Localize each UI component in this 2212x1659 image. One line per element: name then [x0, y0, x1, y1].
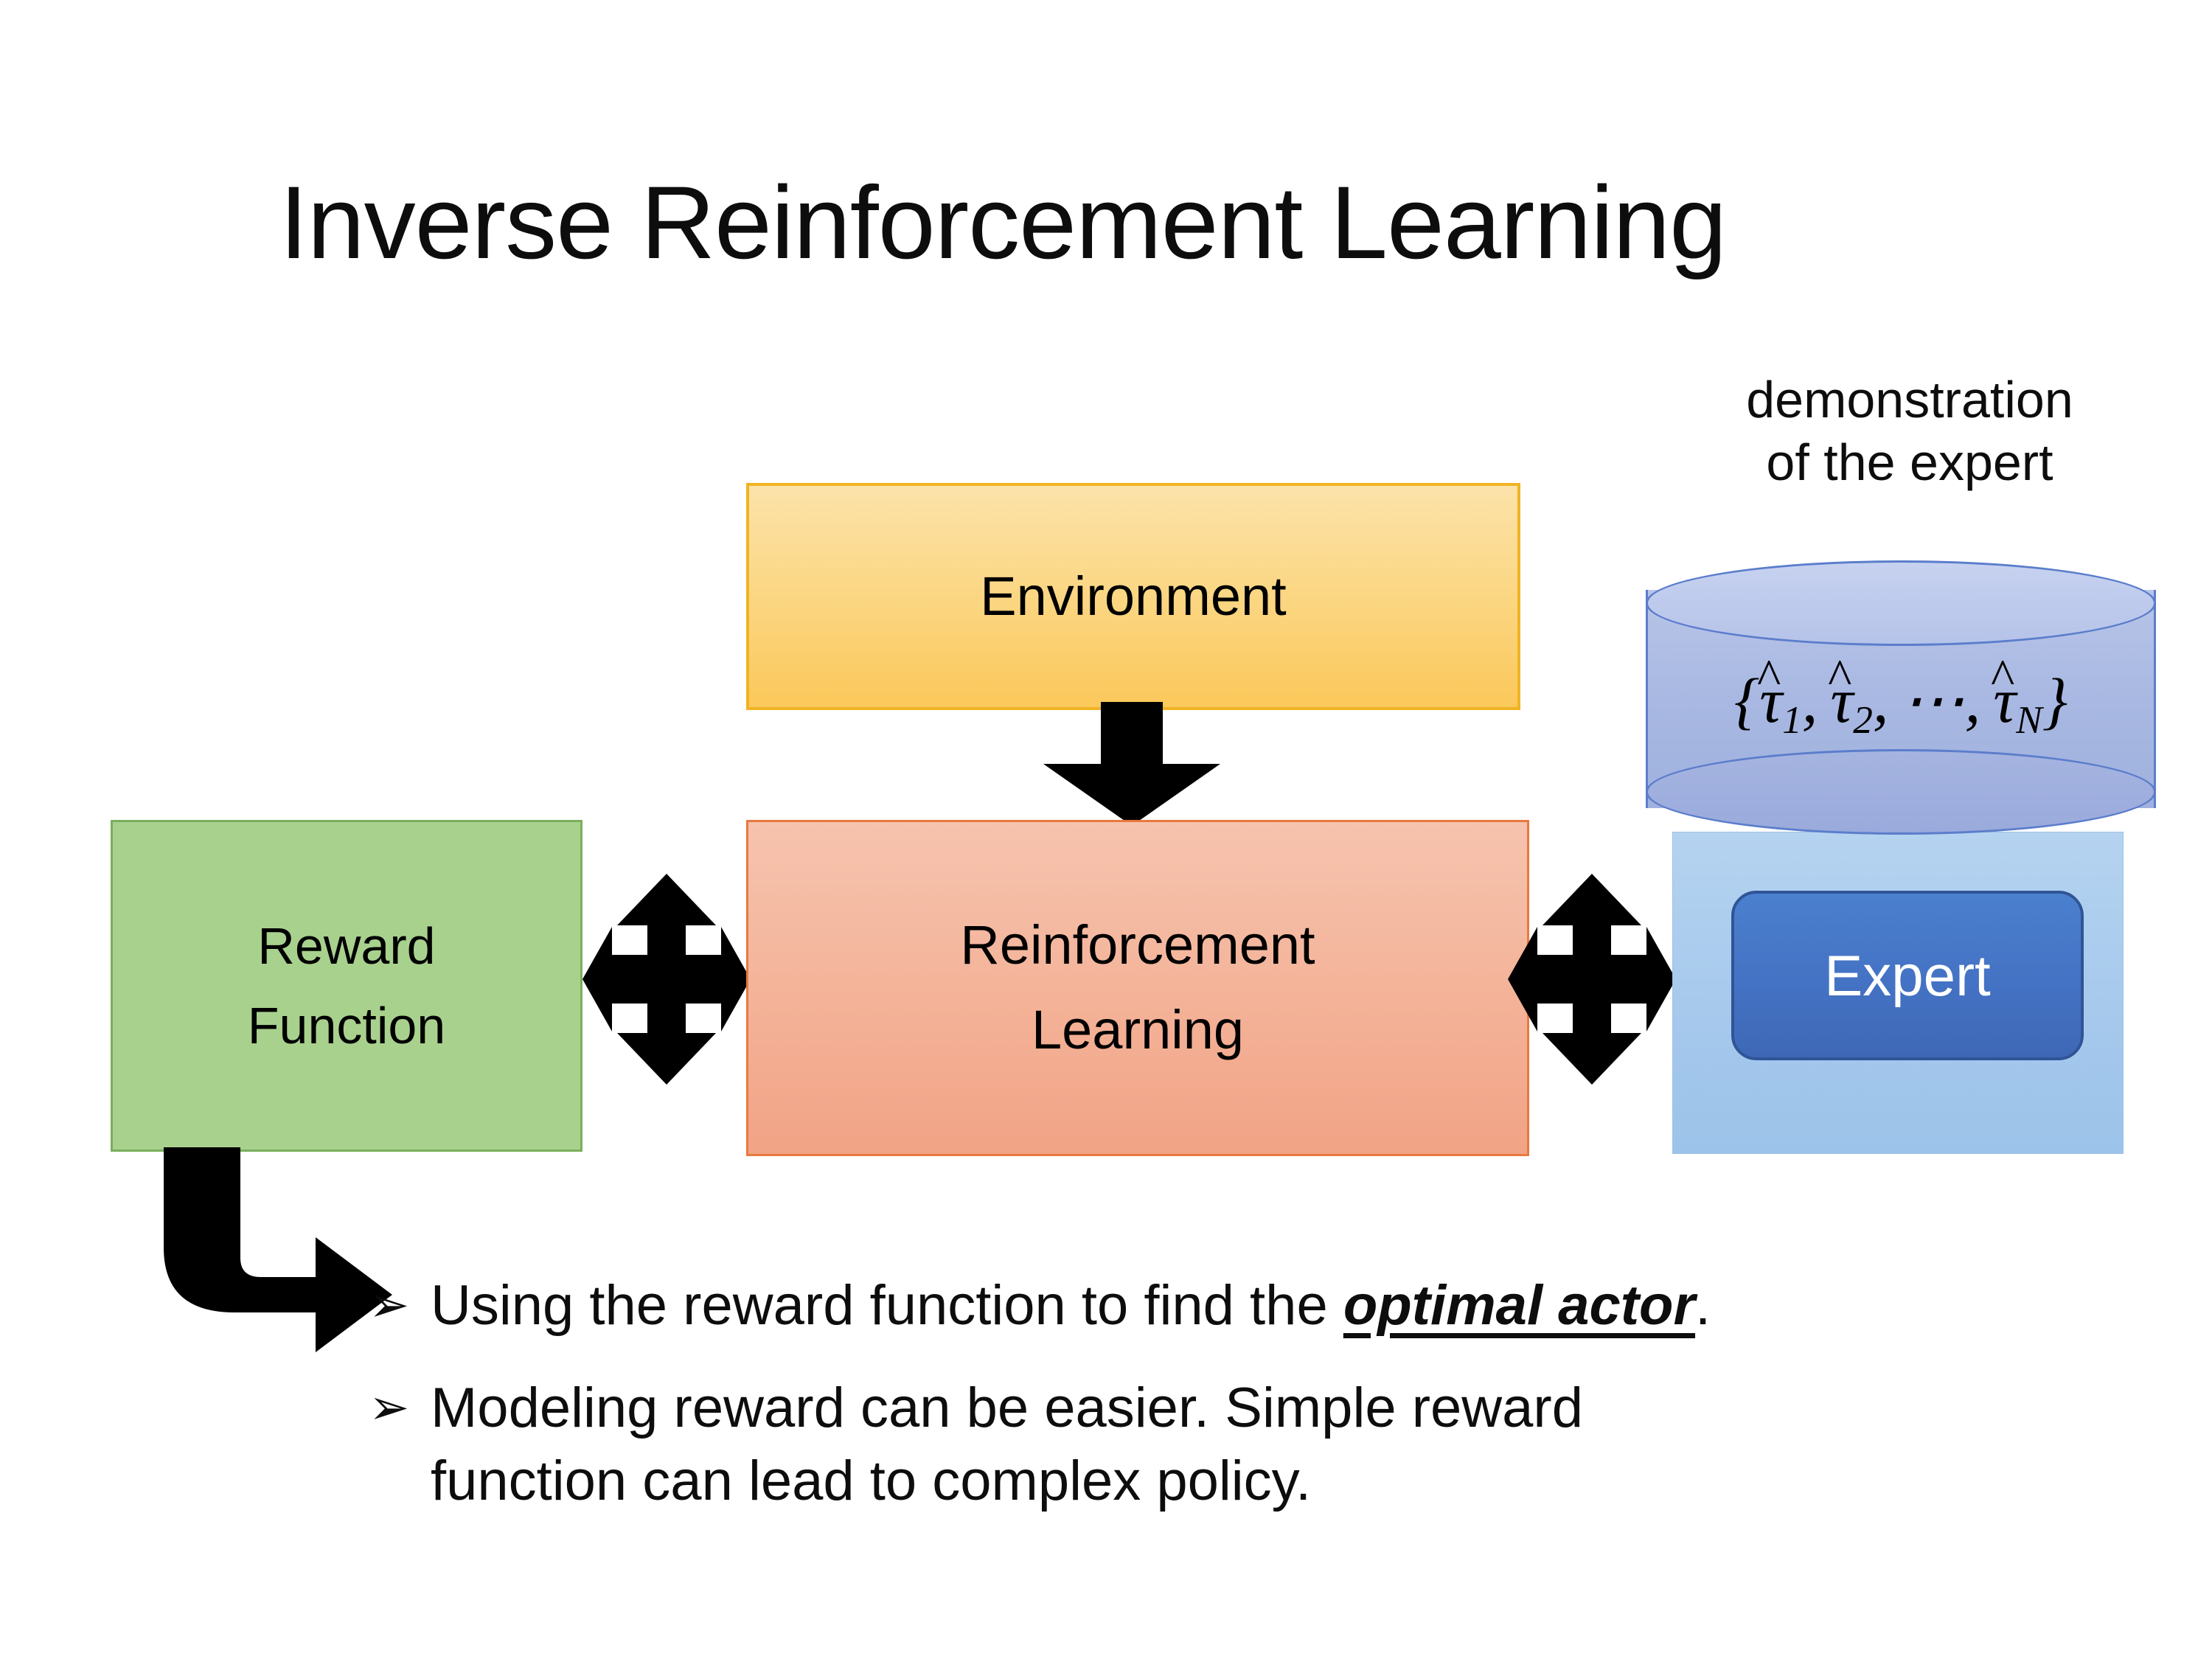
tau-n-subscript: N: [2016, 697, 2042, 742]
tau-2: τ: [1830, 665, 1854, 736]
tau-1-subscript: 1: [1782, 697, 1802, 742]
formula-sep-3: ,: [1964, 665, 1981, 736]
bullet-arrow-icon: ➢: [369, 1379, 410, 1434]
reinforcement-learning-box: Reinforcement Learning: [746, 820, 1529, 1156]
caption-line2: of the expert: [1766, 434, 2053, 492]
hat-accent-1: ^: [1756, 649, 1781, 706]
reward-label-line2: Function: [247, 997, 446, 1054]
environment-box-label: Environment: [980, 566, 1287, 627]
bullet-list: ➢ Using the reward function to find the …: [369, 1270, 2109, 1547]
cylinder-bottom-ellipse: [1646, 749, 2156, 835]
reward-rl-quad-arrow: [582, 874, 751, 1085]
expert-demonstration-caption: demonstration of the expert: [1659, 369, 2160, 495]
bullet-2-line1: Modeling reward can be easier. Simple re…: [431, 1376, 1584, 1439]
reward-function-box: Reward Function: [111, 820, 582, 1152]
caption-line1: demonstration: [1746, 371, 2073, 428]
environment-box: Environment: [746, 483, 1520, 710]
bullet-1-lead: Using the reward function to find the: [431, 1274, 1343, 1337]
list-item: ➢ Modeling reward can be easier. Simple …: [369, 1372, 2109, 1518]
tau-2-subscript: 2: [1853, 697, 1873, 742]
formula-ellipsis: ⋯: [1901, 665, 1965, 736]
tau-1: τ: [1759, 665, 1783, 736]
list-item: ➢ Using the reward function to find the …: [369, 1270, 2109, 1343]
page-title: Inverse Reinforcement Learning: [279, 164, 1727, 280]
rl-label-line2: Learning: [1031, 999, 1244, 1060]
rl-box-label: Reinforcement Learning: [960, 903, 1315, 1072]
reward-function-box-label: Reward Function: [248, 906, 445, 1066]
bullet-1-text: Using the reward function to find the op…: [431, 1270, 2109, 1343]
expert-button-label: Expert: [1824, 942, 1991, 1008]
hat-accent-2: ^: [1828, 649, 1852, 706]
expert-button[interactable]: Expert: [1731, 891, 2084, 1060]
tau-n: τ: [1993, 665, 2017, 736]
bullet-2-text: Modeling reward can be easier. Simple re…: [431, 1372, 2109, 1518]
formula-sep-2: ,: [1872, 665, 1889, 736]
demonstration-cylinder: {^τ1, ^τ2, ⋯, ^τN}: [1646, 560, 2156, 835]
reward-to-bullets-elbow-arrow: [164, 1147, 392, 1352]
formula-close-brace: }: [2042, 665, 2068, 736]
trajectory-set-formula: {^τ1, ^τ2, ⋯, ^τN}: [1646, 649, 2156, 742]
bullet-1-tail: .: [1695, 1274, 1711, 1337]
bullet-2-line2: function can lead to complex policy.: [431, 1449, 1312, 1512]
environment-to-rl-arrow: [1043, 702, 1220, 826]
hat-accent-n: ^: [1991, 649, 2015, 706]
bullet-1-emphasis: optimal actor: [1343, 1274, 1696, 1337]
rl-label-line1: Reinforcement: [960, 914, 1315, 976]
rl-expert-quad-arrow: [1508, 874, 1676, 1085]
formula-sep-1: ,: [1801, 665, 1818, 736]
formula-open-brace: {: [1733, 665, 1760, 736]
reward-label-line1: Reward: [257, 917, 436, 975]
cylinder-top-ellipse: [1646, 560, 2156, 646]
bullet-arrow-icon: ➢: [369, 1277, 410, 1332]
